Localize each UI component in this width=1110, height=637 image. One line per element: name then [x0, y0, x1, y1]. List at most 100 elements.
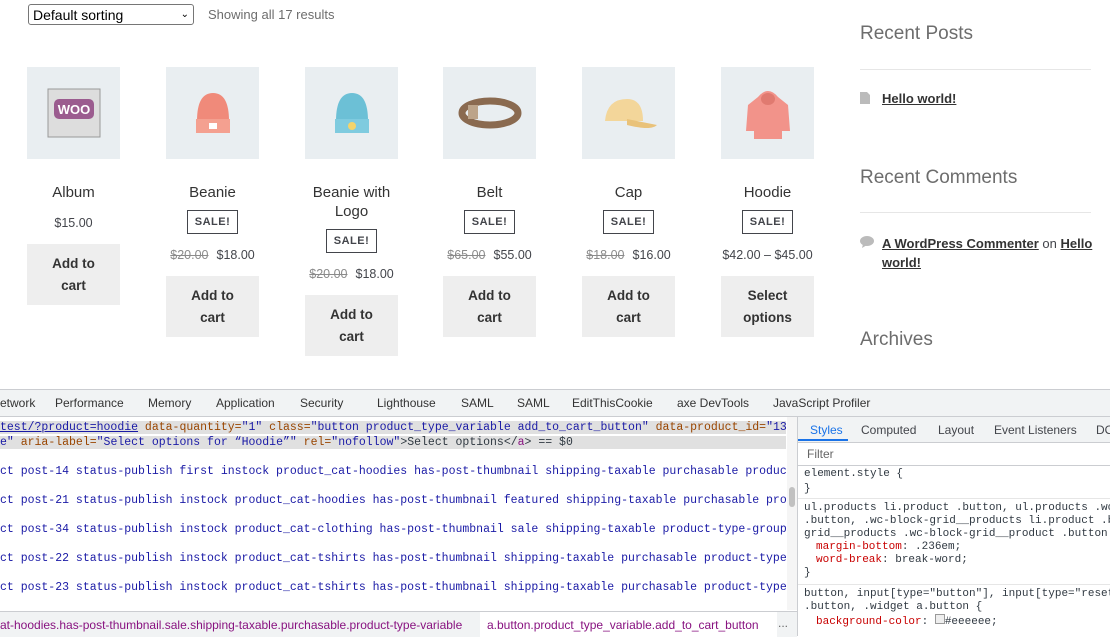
sale-badge: SALE! [186, 210, 239, 234]
product-name[interactable]: Belt [476, 184, 503, 201]
css-value[interactable]: break-word; [895, 554, 968, 566]
element-style-rule[interactable]: element.style { } [804, 468, 903, 495]
css-value[interactable]: #eeeeee; [944, 616, 998, 628]
attr-name: aria-label= [13, 436, 97, 449]
add-to-cart-button[interactable]: Add to cart [166, 276, 259, 337]
product-thumbnail[interactable] [443, 67, 536, 159]
product-name[interactable]: Cap [614, 184, 643, 201]
styles-tabbar: Styles Computed Layout Event Listeners D… [798, 417, 1110, 443]
product-cap: Cap SALE! $18.00$16.00 Add to cart [582, 67, 675, 337]
devtools-tabbar: etwork Performance Memory Application Se… [0, 390, 1110, 417]
add-to-cart-button[interactable]: Add to cart [582, 276, 675, 337]
product-thumbnail[interactable] [166, 67, 259, 159]
tab-performance[interactable]: Performance [55, 396, 124, 410]
select-options-button[interactable]: Select options [721, 276, 814, 337]
css-value[interactable]: .236em; [915, 541, 962, 553]
product-price: $42.00 – $45.00 [721, 248, 814, 262]
scroll-thumb[interactable] [789, 487, 795, 507]
css-property[interactable]: background-color [816, 616, 922, 628]
rule-selector: .button, .wc-block-grid__products li.pro… [804, 515, 1110, 527]
product-name[interactable]: Hoodie [743, 184, 792, 201]
tab-lighthouse[interactable]: Lighthouse [377, 396, 436, 410]
breadcrumb-item-active[interactable]: a.button.product_type_variable.add_to_ca… [487, 618, 759, 632]
price-original: $65.00 [447, 248, 486, 262]
add-to-cart-button[interactable]: Add to cart [305, 295, 398, 356]
tab-styles[interactable]: Styles [810, 423, 843, 437]
rule-close: } [804, 483, 811, 495]
sale-badge: SALE! [463, 210, 516, 234]
css-property[interactable]: margin-bottom [816, 541, 902, 553]
price-current: $55.00 [493, 248, 532, 262]
attr-name: rel= [296, 436, 332, 449]
recent-comment: A WordPress Commenter on Hello world! [882, 234, 1097, 272]
attr-value: "13" [766, 421, 786, 434]
divider [798, 584, 1110, 585]
dom-node[interactable]: ct post-21 status-publish instock produc… [0, 494, 786, 507]
sort-select[interactable]: Default sorting ⌄ [28, 4, 194, 25]
css-rule[interactable]: ul.products li.product .button, ul.produ… [804, 502, 1110, 579]
tab-computed[interactable]: Computed [861, 423, 917, 437]
product-price: $18.00$16.00 [582, 248, 675, 262]
product-belt: Belt SALE! $65.00 $55.00 Add to cart [443, 67, 536, 337]
tab-event-listeners[interactable]: Event Listeners [994, 423, 1077, 437]
product-thumbnail[interactable] [721, 67, 814, 159]
tab-security[interactable]: Security [300, 396, 344, 410]
css-property[interactable]: word-break [816, 554, 883, 566]
product-beanie-with-logo: Beanie with Logo SALE! $20.00$18.00 Add … [305, 67, 398, 356]
color-swatch[interactable] [934, 614, 945, 624]
add-to-cart-button[interactable]: Add to cart [27, 244, 120, 305]
price-current: $15.00 [54, 216, 93, 230]
attr-value: "Select options for “Hoodie”" [96, 436, 297, 449]
price-original: $20.00 [309, 267, 348, 281]
href-link[interactable]: test/?product=hoodie [0, 421, 139, 434]
product-name[interactable]: Album [52, 184, 95, 201]
dom-node-selected-cont[interactable]: e" aria-label="Select options for “Hoodi… [0, 436, 786, 449]
tab-dom-breakpoints[interactable]: DO [1096, 423, 1110, 437]
hoodie-icon [745, 91, 790, 139]
comment-post-link[interactable]: Hello world! [882, 236, 1093, 270]
product-thumbnail[interactable]: WOO [27, 67, 120, 159]
dom-node[interactable]: ct post-14 status-publish first instock … [0, 465, 786, 478]
tab-network[interactable]: etwork [0, 396, 36, 410]
tab-layout[interactable]: Layout [938, 423, 975, 437]
rule-selector: ul.products li.product .button, ul.produ… [804, 502, 1110, 514]
sale-badge: SALE! [741, 210, 794, 234]
recent-posts-title: Recent Posts [860, 23, 973, 44]
tab-memory[interactable]: Memory [148, 396, 192, 410]
dom-node-selected[interactable]: test/?product=hoodie data-quantity="1" c… [0, 421, 786, 434]
beanie-icon [195, 93, 230, 133]
divider [798, 498, 1110, 499]
chevron-down-icon: ⌄ [180, 9, 189, 20]
dom-breadcrumb: at-hoodies.has-post-thumbnail.sale.shipp… [0, 611, 797, 637]
tab-editthiscookie[interactable]: EditThisCookie [572, 396, 653, 410]
elements-scrollbar[interactable] [787, 417, 797, 610]
tab-javascript-profiler[interactable]: JavaScript Profiler [773, 396, 871, 410]
product-thumbnail[interactable] [305, 67, 398, 159]
product-name[interactable]: Beanie [189, 184, 236, 201]
tab-application[interactable]: Application [216, 396, 275, 410]
breadcrumb-more[interactable]: ... [778, 616, 789, 630]
product-thumbnail[interactable] [582, 67, 675, 159]
recent-post-link[interactable]: Hello world! [882, 91, 957, 106]
dom-node[interactable]: ct post-34 status-publish instock produc… [0, 523, 786, 536]
css-rule[interactable]: button, input[type="button"], input[type… [804, 588, 1110, 628]
attr-value: e" [0, 436, 14, 449]
breadcrumb-item[interactable]: at-hoodies.has-post-thumbnail.sale.shipp… [0, 618, 463, 632]
divider [860, 212, 1091, 213]
add-to-cart-button[interactable]: Add to cart [443, 276, 536, 337]
comment-on-text: on [1042, 236, 1057, 251]
dom-node[interactable]: ct post-22 status-publish instock produc… [0, 552, 786, 565]
product-name[interactable]: Beanie with Logo [312, 184, 391, 220]
tab-saml-2[interactable]: SAML [517, 396, 550, 410]
product-price: $20.00$18.00 [305, 267, 398, 281]
comment-author-link[interactable]: A WordPress Commenter [882, 236, 1039, 251]
tab-saml-1[interactable]: SAML [461, 396, 494, 410]
dom-node[interactable]: ct post-23 status-publish instock produc… [0, 581, 786, 594]
product-price: $15.00 [27, 216, 120, 230]
belt-icon [458, 97, 521, 129]
filter-input[interactable]: Filter [807, 447, 834, 461]
elements-tree[interactable]: test/?product=hoodie data-quantity="1" c… [0, 417, 786, 610]
active-tab-indicator [798, 439, 848, 441]
tab-axe-devtools[interactable]: axe DevTools [677, 396, 750, 410]
price-current: $42.00 – $45.00 [722, 248, 813, 262]
